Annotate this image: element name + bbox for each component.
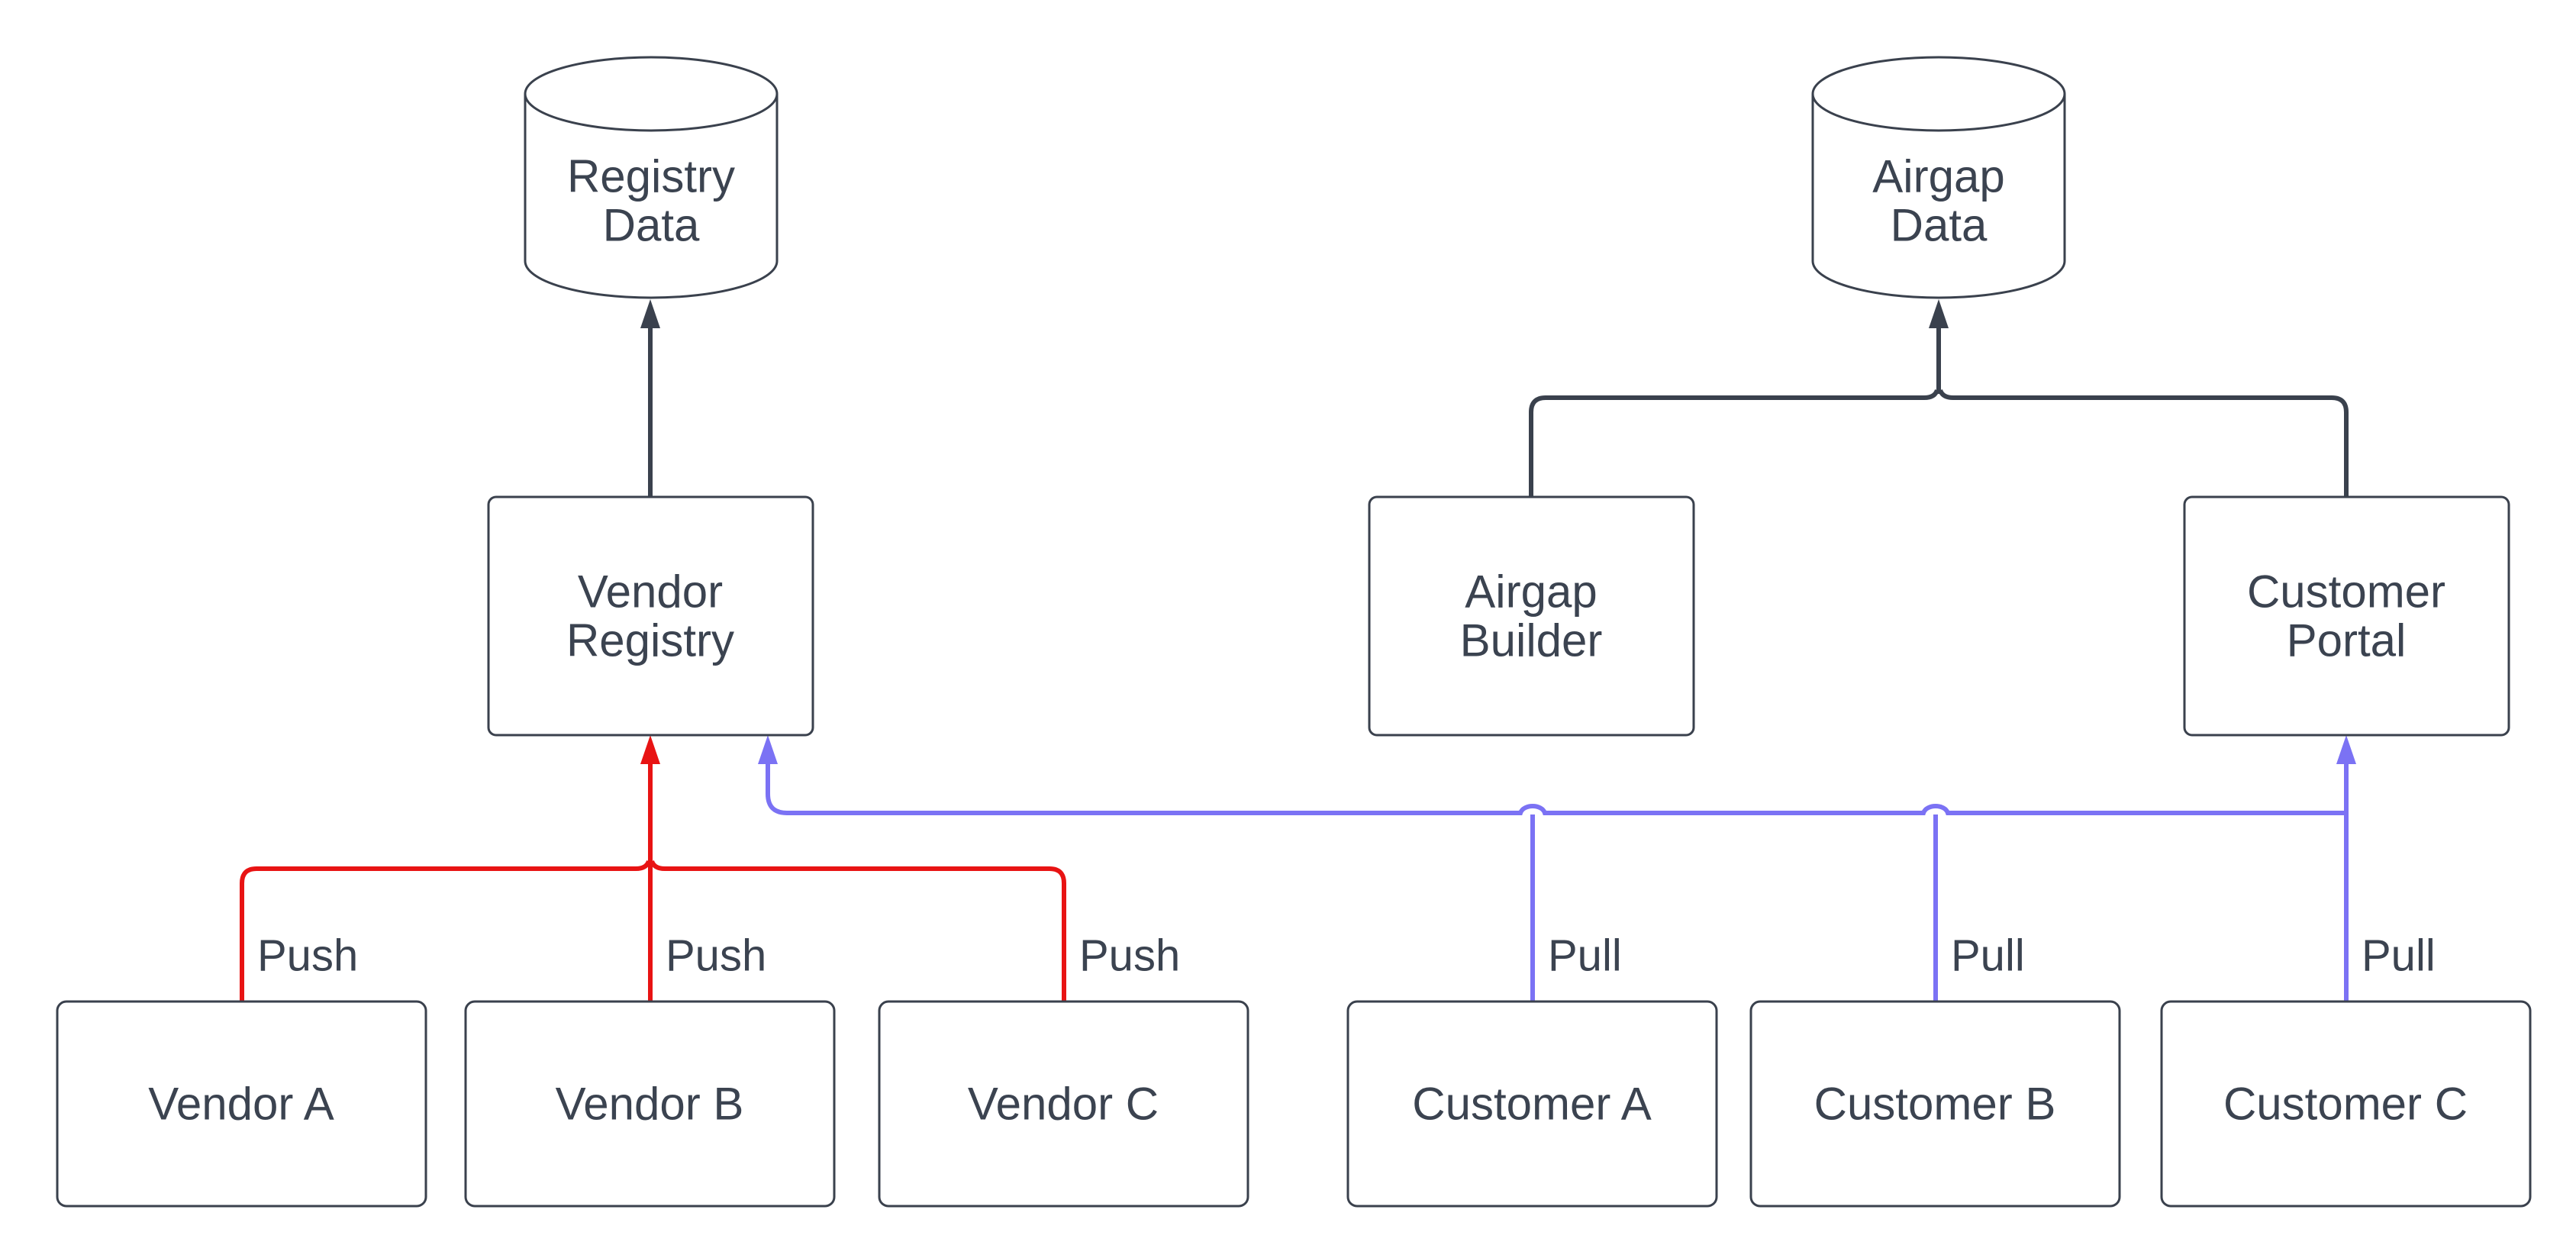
edge-label-pull-customer-a: Pull <box>1548 931 1622 981</box>
vendor-c-label: Vendor C <box>968 1079 1159 1130</box>
customer-b-box <box>1749 1000 2121 1208</box>
edge-airgap-builder-to-airgap-data <box>1529 389 1939 497</box>
edge-pull-bus-to-vendor-registry <box>758 735 2344 815</box>
vendor-registry-box <box>487 495 814 737</box>
customer-a-label: Customer A <box>1412 1079 1651 1130</box>
node-vendor-registry: Vendor Registry <box>487 495 814 737</box>
node-registry-data: Registry Data <box>524 56 779 299</box>
dark-edges <box>640 299 2349 497</box>
node-customer-portal: Customer Portal <box>2183 495 2510 737</box>
airgap-builder-label-line2: Builder <box>1460 615 1603 666</box>
edge-label-push-vendor-c: Push <box>1079 931 1180 981</box>
airgap-data-label-line2: Data <box>1891 200 1988 251</box>
customer-portal-box <box>2183 495 2510 737</box>
edge-label-push-vendor-b: Push <box>666 931 766 981</box>
node-airgap-builder: Airgap Builder <box>1368 495 1695 737</box>
node-customer-a: Customer A <box>1346 1000 1718 1208</box>
edge-vendor-c-push <box>650 860 1066 1002</box>
customer-c-box <box>2160 1000 2532 1208</box>
airgap-data-cylinder-body <box>1811 94 2066 299</box>
vendor-registry-label-line1: Vendor <box>578 566 723 618</box>
registry-data-label-line1: Registry <box>567 151 735 202</box>
vendor-a-label: Vendor A <box>148 1079 334 1130</box>
vendor-registry-label-line2: Registry <box>566 615 734 666</box>
pull-edges <box>758 735 2356 1002</box>
vendor-b-label: Vendor B <box>556 1079 744 1130</box>
edge-label-pull-customer-b: Pull <box>1951 931 2025 981</box>
registry-data-label-line2: Data <box>603 200 700 251</box>
airgap-builder-box <box>1368 495 1695 737</box>
registry-data-cylinder-top <box>524 56 779 132</box>
node-vendor-c: Vendor C <box>878 1000 1249 1208</box>
customer-portal-label-line1: Customer <box>2247 566 2445 618</box>
push-edges <box>240 735 1066 1002</box>
node-customer-b: Customer B <box>1749 1000 2121 1208</box>
edge-vendor-a-push <box>240 860 651 1002</box>
registry-data-cylinder-body <box>524 94 779 299</box>
edge-label-pull-customer-c: Pull <box>2362 931 2436 981</box>
customer-b-label: Customer B <box>1814 1079 2056 1130</box>
airgap-data-cylinder-top <box>1811 56 2066 132</box>
customer-portal-label-line2: Portal <box>2287 615 2407 666</box>
edge-label-push-vendor-a: Push <box>257 931 358 981</box>
edge-customer-portal-to-airgap-data <box>1938 389 2349 497</box>
vendor-c-box <box>878 1000 1249 1208</box>
edge-labels: Push Push Push Pull Pull Pull <box>257 931 2436 981</box>
node-airgap-data: Airgap Data <box>1811 56 2066 299</box>
airgap-data-label-line1: Airgap <box>1872 151 2004 202</box>
node-vendor-a: Vendor A <box>56 1000 427 1208</box>
customer-a-box <box>1346 1000 1718 1208</box>
vendor-a-box <box>56 1000 427 1208</box>
customer-c-label: Customer C <box>2223 1079 2468 1130</box>
airgap-builder-label-line1: Airgap <box>1465 566 1597 618</box>
node-vendor-b: Vendor B <box>464 1000 836 1208</box>
node-customer-c: Customer C <box>2160 1000 2532 1208</box>
vendor-b-box <box>464 1000 836 1208</box>
